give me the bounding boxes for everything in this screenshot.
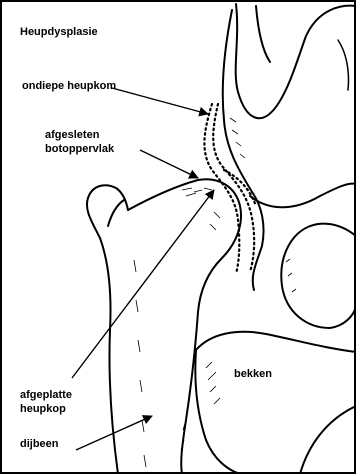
label-worn-surface-line2: botoppervlak [45, 143, 115, 155]
pelvis-outline [195, 4, 356, 474]
label-femur: dijbeen [20, 438, 59, 450]
femur-shading [134, 188, 220, 467]
label-flattened-head-line1: afgeplatte [20, 389, 72, 401]
diagram-title: Heupdysplasie [20, 26, 98, 38]
arrow-flattened-head [72, 190, 214, 378]
arrow-worn-surface [140, 150, 198, 178]
label-pelvis: bekken [234, 368, 272, 380]
label-worn-surface-line1: afgesleten [45, 129, 100, 141]
label-flattened-head-line2: heupkop [20, 403, 66, 415]
arrow-shallow-socket [112, 88, 208, 114]
label-shallow-socket: ondiepe heupkom [22, 80, 116, 92]
